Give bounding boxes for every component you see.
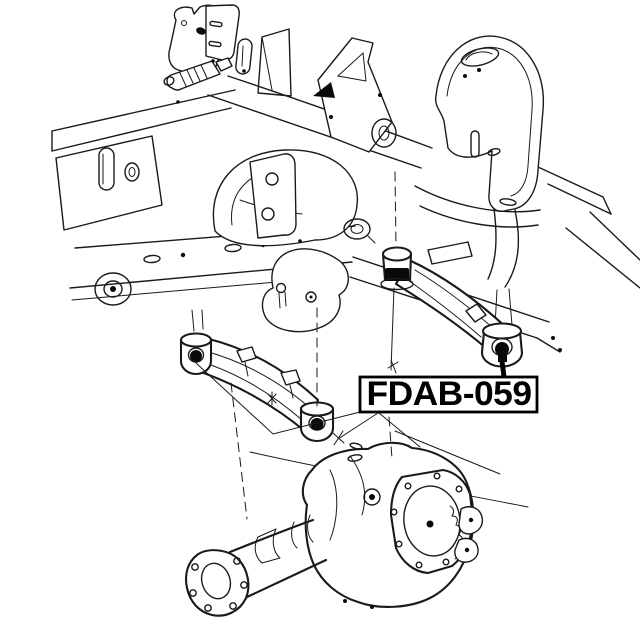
output-yoke <box>454 506 484 563</box>
bushing-top-right <box>380 246 414 291</box>
crossmember <box>69 59 562 352</box>
leader-lines <box>191 171 507 520</box>
right-control-arm <box>380 241 524 368</box>
part-label-text: FDAB-059 <box>367 375 532 413</box>
top-bracket <box>163 4 292 97</box>
front-differential <box>184 441 484 617</box>
part-label-box <box>358 375 539 414</box>
bushing-rear-left <box>299 401 335 443</box>
part-label: FDAB-059 <box>358 375 539 414</box>
axle-flange <box>184 549 250 617</box>
left-frame-panel <box>55 135 163 231</box>
left-control-arm <box>179 332 335 443</box>
wheel-tower <box>313 35 545 327</box>
bushing-front-left <box>179 332 213 375</box>
bushing-bottom-right <box>480 322 524 368</box>
